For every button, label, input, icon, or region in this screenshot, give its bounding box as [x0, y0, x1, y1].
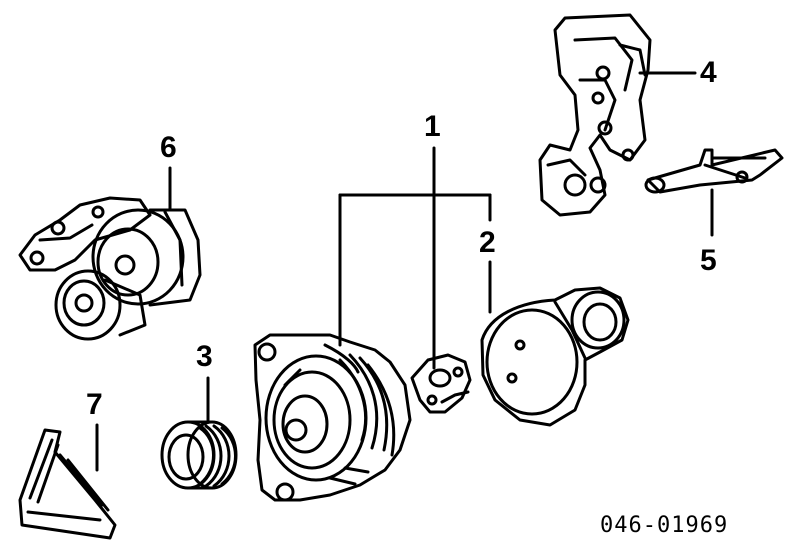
leader-lines	[95, 71, 714, 472]
belt-tensioner	[18, 196, 202, 341]
mounting-bracket	[538, 13, 652, 217]
link-arm	[644, 148, 784, 194]
rear-cover	[480, 286, 630, 427]
callout-3: 3	[196, 340, 213, 373]
voltage-regulator	[410, 353, 472, 414]
ribbed-belt	[18, 428, 117, 540]
callout-5: 5	[700, 244, 717, 277]
callout-7: 7	[86, 388, 103, 421]
alternator-pulley	[160, 420, 238, 490]
reference-number: 046-01969	[600, 513, 729, 538]
callout-4: 4	[700, 56, 717, 89]
alternator	[253, 333, 412, 502]
callout-2: 2	[479, 226, 496, 259]
callout-1: 1	[424, 110, 441, 143]
callout-6: 6	[160, 131, 177, 164]
